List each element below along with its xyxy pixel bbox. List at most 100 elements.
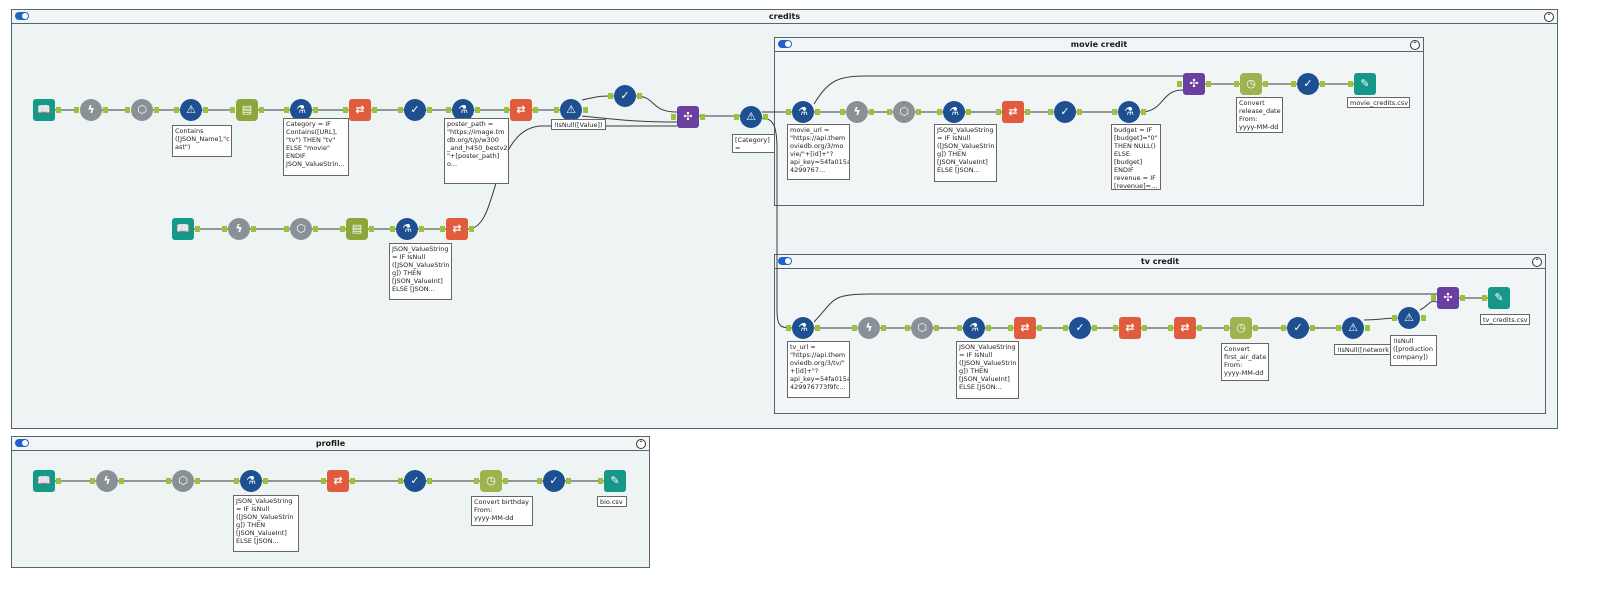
- output-anchor[interactable]: [503, 478, 508, 484]
- output-anchor[interactable]: [313, 107, 318, 113]
- text-to-columns-tool[interactable]: ⇄: [343, 99, 377, 121]
- output-anchor[interactable]: [419, 226, 424, 232]
- union-tool[interactable]: ✣: [671, 106, 705, 128]
- collapse-button[interactable]: ⌃: [1532, 257, 1542, 267]
- input-anchor[interactable]: [1224, 325, 1229, 331]
- formula-tool[interactable]: ⚗: [786, 317, 820, 339]
- output-anchor[interactable]: [1365, 325, 1370, 331]
- output-anchor[interactable]: [1206, 81, 1211, 87]
- input-anchor[interactable]: [234, 478, 239, 484]
- output-anchor[interactable]: [475, 107, 480, 113]
- input-anchor[interactable]: [840, 109, 845, 115]
- text-to-columns-tool[interactable]: ⇄: [1008, 317, 1042, 339]
- output-anchor[interactable]: [1421, 315, 1426, 321]
- dynamic-input-tool[interactable]: ϟ: [90, 470, 124, 492]
- formula-tool[interactable]: ⚗: [786, 101, 820, 123]
- input-anchor[interactable]: [1168, 325, 1173, 331]
- text-to-columns-tool[interactable]: ⇄: [1168, 317, 1202, 339]
- input-anchor[interactable]: [905, 325, 910, 331]
- output-anchor[interactable]: [583, 107, 588, 113]
- input-anchor[interactable]: [1048, 109, 1053, 115]
- output-anchor[interactable]: [934, 325, 939, 331]
- cross-tab-tool[interactable]: ▤: [230, 99, 264, 121]
- collapse-button[interactable]: ⌃: [1410, 40, 1420, 50]
- formula-tool[interactable]: ⚗: [390, 218, 424, 240]
- input-anchor[interactable]: [671, 114, 676, 120]
- dynamic-input-tool[interactable]: ϟ: [840, 101, 874, 123]
- output-anchor[interactable]: [119, 478, 124, 484]
- text-to-columns-tool[interactable]: ⇄: [504, 99, 538, 121]
- input-data-tool[interactable]: 📖: [33, 470, 61, 492]
- output-anchor[interactable]: [369, 226, 374, 232]
- filter-tool[interactable]: ⚠: [174, 99, 208, 121]
- text-to-columns-tool[interactable]: ⇄: [440, 218, 474, 240]
- input-anchor[interactable]: [230, 107, 235, 113]
- collapse-button[interactable]: ⌃: [1544, 12, 1554, 22]
- filter-tool[interactable]: ⚠: [1336, 317, 1370, 339]
- input-anchor[interactable]: [440, 226, 445, 232]
- text-to-columns-tool[interactable]: ⇄: [1113, 317, 1147, 339]
- output-anchor[interactable]: [469, 226, 474, 232]
- output-anchor[interactable]: [1460, 295, 1465, 301]
- output-anchor[interactable]: [1025, 109, 1030, 115]
- input-anchor[interactable]: [1348, 81, 1353, 87]
- container-header[interactable]: credits ⌃: [12, 10, 1557, 24]
- input-anchor[interactable]: [222, 226, 227, 232]
- toggle-switch[interactable]: [15, 12, 29, 20]
- dynamic-input-tool[interactable]: ϟ: [852, 317, 886, 339]
- select-tool[interactable]: ✓: [398, 99, 432, 121]
- toggle-switch[interactable]: [778, 40, 792, 48]
- container-header[interactable]: profile ⌃: [12, 437, 649, 451]
- toggle-switch[interactable]: [778, 257, 792, 265]
- select-tool[interactable]: ✓: [1048, 101, 1082, 123]
- formula-tool[interactable]: ⚗: [1112, 101, 1146, 123]
- output-anchor[interactable]: [1253, 325, 1258, 331]
- output-anchor[interactable]: [1197, 325, 1202, 331]
- output-data-tool[interactable]: ✎: [598, 470, 626, 492]
- output-anchor[interactable]: [700, 114, 705, 120]
- formula-tool[interactable]: ⚗: [937, 101, 971, 123]
- input-anchor[interactable]: [1177, 81, 1182, 87]
- output-anchor[interactable]: [259, 107, 264, 113]
- input-anchor[interactable]: [996, 109, 1001, 115]
- output-anchor[interactable]: [815, 109, 820, 115]
- output-anchor[interactable]: [56, 478, 61, 484]
- input-anchor[interactable]: [284, 226, 289, 232]
- filter-tool[interactable]: ⚠: [734, 106, 768, 128]
- select-tool[interactable]: ✓: [537, 470, 571, 492]
- input-data-tool[interactable]: 📖: [33, 99, 61, 121]
- select-tool[interactable]: ✓: [398, 470, 432, 492]
- input-anchor[interactable]: [537, 478, 542, 484]
- select-tool[interactable]: ✓: [608, 85, 642, 107]
- input-anchor[interactable]: [343, 107, 348, 113]
- input-anchor[interactable]: [1112, 109, 1117, 115]
- input-anchor[interactable]: [957, 325, 962, 331]
- input-anchor[interactable]: [786, 109, 791, 115]
- input-anchor[interactable]: [1063, 325, 1068, 331]
- json-parse-tool[interactable]: ⬡: [284, 218, 318, 240]
- formula-tool[interactable]: ⚗: [284, 99, 318, 121]
- input-anchor[interactable]: [1281, 325, 1286, 331]
- input-anchor[interactable]: [474, 478, 479, 484]
- output-anchor[interactable]: [1320, 81, 1325, 87]
- input-anchor[interactable]: [1392, 315, 1397, 321]
- formula-tool[interactable]: ⚗: [957, 317, 991, 339]
- select-tool[interactable]: ✓: [1291, 73, 1325, 95]
- datetime-tool[interactable]: ◷: [474, 470, 508, 492]
- input-anchor[interactable]: [284, 107, 289, 113]
- formula-tool[interactable]: ⚗: [234, 470, 268, 492]
- toggle-switch[interactable]: [15, 439, 29, 447]
- output-anchor[interactable]: [533, 107, 538, 113]
- input-anchor[interactable]: [321, 478, 326, 484]
- input-anchor[interactable]: [1336, 325, 1341, 331]
- output-anchor[interactable]: [154, 107, 159, 113]
- input-anchor[interactable]: [887, 109, 892, 115]
- container-header[interactable]: tv credit ⌃: [775, 255, 1545, 269]
- output-data-tool[interactable]: ✎: [1348, 73, 1376, 95]
- output-anchor[interactable]: [1037, 325, 1042, 331]
- input-anchor[interactable]: [1008, 325, 1013, 331]
- output-anchor[interactable]: [427, 478, 432, 484]
- input-anchor[interactable]: [174, 107, 179, 113]
- input-anchor[interactable]: [1113, 325, 1118, 331]
- json-parse-tool[interactable]: ⬡: [166, 470, 200, 492]
